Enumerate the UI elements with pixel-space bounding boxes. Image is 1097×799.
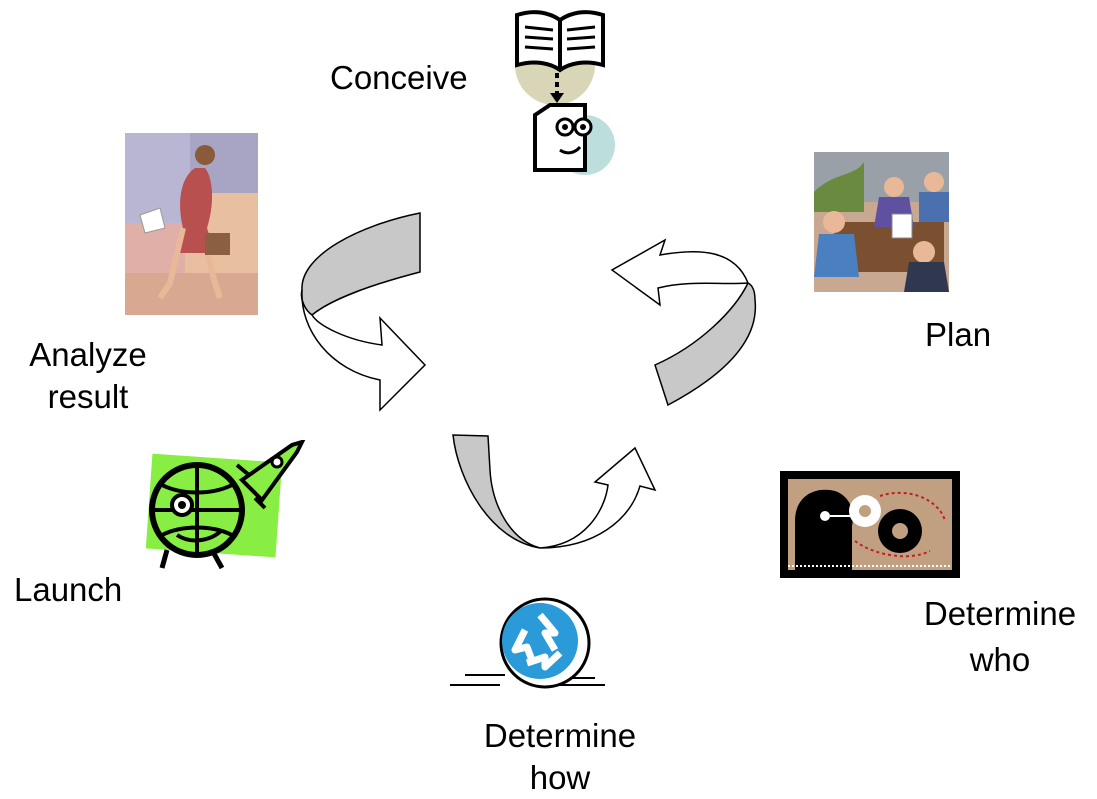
book-to-idea-icon	[505, 5, 620, 185]
step-label-determine-who: Determine who	[923, 595, 1077, 678]
arrow-bottom-ribbon	[452, 434, 657, 549]
step-label-plan: Plan	[925, 316, 992, 353]
arrow-right-ribbon	[610, 238, 757, 407]
walking-businesswoman-icon	[125, 133, 258, 315]
meeting-icon	[814, 152, 949, 292]
step-label-analyze-result: Analyze result	[29, 336, 147, 415]
step-label-launch: Launch	[14, 571, 123, 608]
recycle-icon	[445, 595, 610, 690]
rocket-globe-icon	[137, 440, 307, 570]
step-label-conceive: Conceive	[330, 59, 468, 96]
step-label-determine-how: Determine how	[483, 717, 637, 796]
arrow-left-ribbon	[300, 212, 427, 412]
gears-head-icon	[780, 471, 960, 578]
